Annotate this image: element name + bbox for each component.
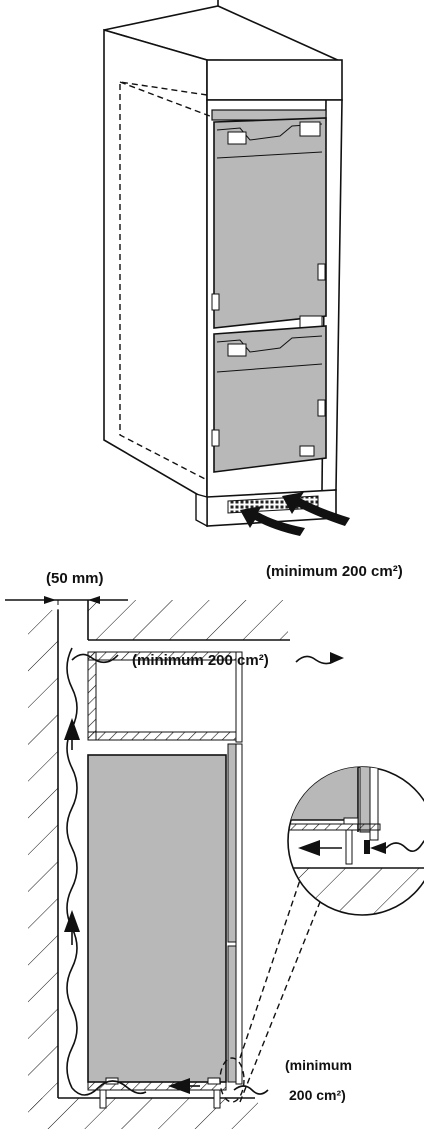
- upper-door-side: [227, 743, 237, 943]
- gap-dimension-label: (50 mm): [46, 570, 104, 587]
- air-intake-arrow-1: [240, 506, 305, 536]
- air-inlet-label: (minimum 200 cm²): [266, 563, 403, 580]
- lower-door-side: [227, 945, 237, 1083]
- air-intake-arrow-2: [282, 492, 350, 526]
- gap-arrow-left: [44, 596, 56, 604]
- ceiling: [88, 600, 288, 640]
- top-cabinet-door: [206, 59, 343, 101]
- bottom-airflow-wave: [71, 1080, 147, 1096]
- airflow-up-arrow-2: [64, 910, 80, 932]
- upper-appliance-door: [211, 109, 327, 329]
- rear-airflow-wave: [66, 647, 78, 1089]
- detail-intake-arrow-right: [370, 842, 386, 854]
- floor: [28, 1098, 258, 1129]
- cabinet-shelf: [87, 731, 237, 741]
- side-section-view: (50 mm): [5, 570, 424, 1129]
- appliance-base: [87, 1081, 227, 1091]
- cabinet-isometric-view: (minimum 200 cm²): [103, 0, 403, 580]
- foot-left: [99, 1089, 107, 1109]
- top-outlet-arrow: [330, 652, 344, 664]
- bottom-intake-arrow: [168, 1078, 190, 1094]
- bottom-inlet-label-line1: (minimum: [285, 1057, 352, 1073]
- bottom-inlet-label-line2: 200 cm²): [289, 1087, 346, 1103]
- top-cabinet-door-side: [235, 651, 243, 743]
- foot-right: [213, 1089, 221, 1109]
- top-airflow-wave: [71, 653, 119, 664]
- airflow-up-arrow-1: [64, 718, 80, 740]
- top-cabinet-back: [87, 651, 97, 741]
- rear-wall: [28, 610, 58, 1110]
- magnified-detail: [287, 766, 424, 916]
- detail-intake-arrow-left: [298, 840, 320, 856]
- detail-source-circle: [219, 1057, 245, 1103]
- appliance-body: [87, 754, 227, 1083]
- lower-appliance-door: [211, 315, 327, 473]
- top-outlet-label: (minimum 200 cm²): [132, 652, 269, 669]
